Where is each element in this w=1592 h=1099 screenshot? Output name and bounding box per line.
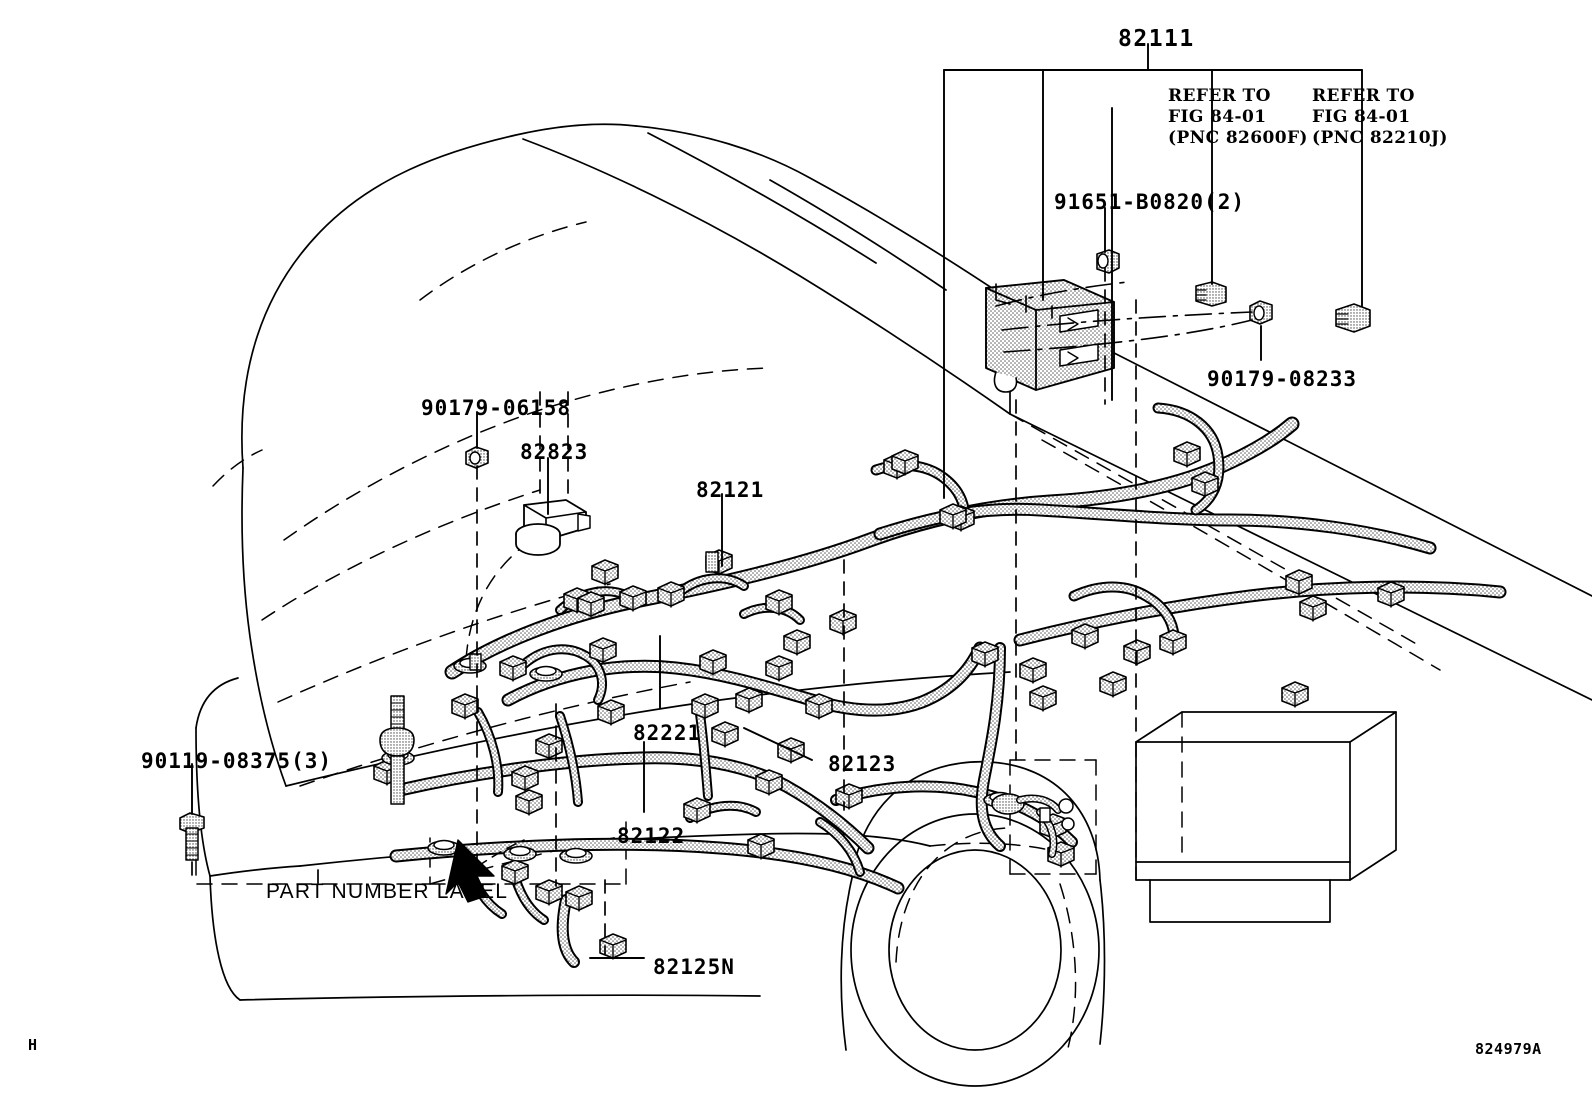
callout-82111: 82111: [1118, 26, 1195, 52]
harness-82125N: [556, 894, 580, 968]
fastener-90179-06158: [465, 446, 489, 469]
callout-90119-08375-3-: 90119-08375(3): [141, 749, 333, 773]
callout-82125n: 82125N: [653, 955, 735, 979]
cowl-studs: [469, 551, 719, 671]
fastener-90119-08375: [179, 812, 205, 861]
vehicle-hidden-lines: [195, 221, 1441, 1049]
battery-connector-cluster: [991, 793, 1075, 858]
part-number-label-arrow: [445, 839, 495, 903]
sheet-mark: H: [28, 1036, 38, 1054]
vehicle-body-outline: [195, 123, 1592, 1087]
ref-clip-82600F: [1195, 281, 1227, 307]
callout-90179-06158: 90179-06158: [421, 396, 572, 420]
callout-82122: 82122: [617, 824, 686, 848]
part-82823: [515, 499, 591, 556]
leader-lines: [191, 43, 1363, 959]
callout-82121: 82121: [696, 478, 765, 502]
callout-part-number-label: PART NUMBER LABEL: [266, 880, 509, 903]
callout-91651-b0820-2-: 91651-B0820(2): [1054, 190, 1246, 214]
alignment-dash-lines: [191, 267, 1137, 955]
ref-clip-82210J: [1335, 303, 1371, 333]
callout-90179-08233: 90179-08233: [1207, 367, 1358, 391]
assembly-guide-lines: [995, 281, 1253, 353]
wire-harness-82121: [389, 402, 1507, 925]
figure-code: 824979A: [1475, 1040, 1542, 1058]
fastener-91651-B0820: [1096, 249, 1120, 274]
relay-block-82111: [985, 279, 1115, 393]
callout-82823: 82823: [520, 440, 589, 464]
callout-82221: 82221: [633, 721, 702, 745]
callout-82123: 82123: [828, 752, 897, 776]
fastener-90179-08233: [1249, 300, 1273, 325]
body-stud-post: [379, 695, 415, 805]
